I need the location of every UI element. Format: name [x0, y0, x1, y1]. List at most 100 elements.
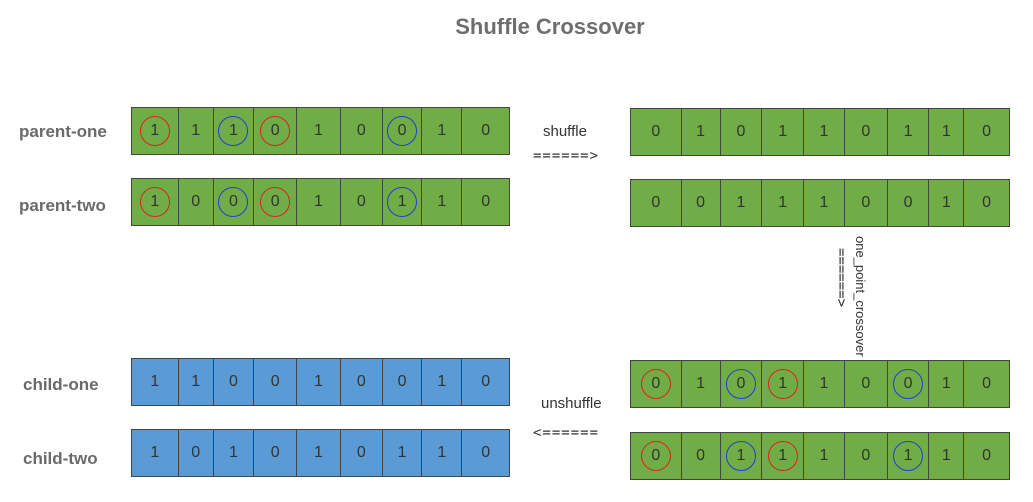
- crossover-arrow: ======>: [833, 248, 849, 308]
- gene-cell: 0: [253, 179, 297, 225]
- blue-circle-marker: [725, 369, 756, 399]
- gene-cell: 1: [296, 430, 340, 476]
- gene-cell: 0: [339, 359, 382, 405]
- gene-value: 0: [982, 123, 992, 140]
- label-child-two: child-two: [23, 449, 98, 468]
- gene-cell: 1: [680, 109, 720, 155]
- gene-cell: 0: [963, 433, 1010, 479]
- gene-value: 1: [229, 444, 238, 461]
- gene-cell: 1: [803, 109, 844, 155]
- gene-value: 1: [696, 123, 706, 140]
- blue-circle-marker: [893, 369, 924, 399]
- gene-value: 1: [150, 444, 160, 461]
- gene-cell: 0: [843, 109, 887, 155]
- gene-cell: 1: [132, 359, 178, 405]
- label-child-one: child-one: [23, 375, 99, 394]
- red-circle-marker: [260, 116, 291, 146]
- gene-cell: 1: [803, 180, 844, 226]
- gene-value: 1: [314, 373, 323, 390]
- blue-circle-marker: [893, 441, 924, 471]
- red-circle-marker: [139, 116, 170, 146]
- gene-value: 1: [736, 194, 746, 211]
- gene-value: 1: [437, 122, 447, 139]
- gene-value: 1: [437, 373, 447, 390]
- gene-value: 1: [314, 122, 323, 139]
- gene-value: 0: [861, 123, 871, 140]
- gene-cell: 0: [963, 109, 1010, 155]
- gene-value: 1: [314, 193, 323, 210]
- gene-value: 0: [481, 373, 491, 390]
- gene-cell: 0: [177, 179, 213, 225]
- label-parent-one: parent-one: [19, 122, 107, 141]
- gene-value: 1: [819, 194, 829, 211]
- gene-value: 0: [651, 123, 661, 140]
- gene-value: 0: [481, 444, 491, 461]
- gene-cell: 1: [928, 433, 964, 479]
- gene-cell: 1: [421, 179, 462, 225]
- gene-value: 0: [736, 123, 746, 140]
- gene-cell: 0: [177, 430, 213, 476]
- gene-cell: 1: [761, 361, 804, 407]
- red-circle-marker: [767, 369, 798, 399]
- gene-value: 0: [270, 444, 280, 461]
- gene-cell: 0: [680, 433, 720, 479]
- gene-value: 1: [778, 123, 788, 140]
- gene-cell: 1: [132, 430, 178, 476]
- gene-cell: 1: [761, 433, 804, 479]
- gene-value: 0: [356, 444, 366, 461]
- gene-value: 0: [191, 193, 201, 210]
- gene-cell: 0: [381, 108, 422, 154]
- gene-cell: 1: [761, 180, 804, 226]
- gene-value: 0: [982, 375, 992, 392]
- gene-cell: 0: [886, 180, 929, 226]
- gene-value: 1: [314, 444, 323, 461]
- label-parent-two: parent-two: [19, 196, 106, 215]
- blue-circle-marker: [387, 187, 418, 217]
- gene-cell: 0: [253, 430, 297, 476]
- gene-value: 1: [941, 123, 951, 140]
- red-circle-marker: [640, 441, 671, 471]
- gene-cell: 1: [803, 433, 844, 479]
- gene-cell: 1: [177, 359, 213, 405]
- gene-cell: 1: [928, 180, 964, 226]
- gene-value: 0: [861, 447, 871, 464]
- crossover-label: one_point_crossover: [853, 236, 868, 357]
- gene-cell: 1: [928, 109, 964, 155]
- gene-cell: 1: [296, 359, 340, 405]
- unshuffle-label: unshuffle: [541, 395, 602, 412]
- gene-cell: 1: [680, 361, 720, 407]
- blue-circle-marker: [218, 187, 249, 217]
- gene-cell: 0: [680, 180, 720, 226]
- gene-cell: 0: [339, 179, 382, 225]
- gene-value: 1: [903, 123, 913, 140]
- gene-cell: 0: [963, 180, 1010, 226]
- gene-value: 0: [397, 373, 407, 390]
- gene-value: 1: [397, 444, 407, 461]
- gene-cell: 1: [177, 108, 213, 154]
- gene-cell: 0: [631, 433, 681, 479]
- gene-cell: 1: [803, 361, 844, 407]
- gene-cell: 1: [296, 108, 340, 154]
- gene-cell: 0: [212, 359, 254, 405]
- shuffle-arrow: ======>: [533, 148, 600, 164]
- gene-value: 1: [819, 375, 829, 392]
- gene-value: 1: [819, 123, 829, 140]
- gene-cell: 0: [719, 109, 762, 155]
- gene-cell: 1: [761, 109, 804, 155]
- gene-value: 0: [982, 194, 992, 211]
- gene-cell: 1: [886, 433, 929, 479]
- gene-value: 1: [941, 375, 951, 392]
- gene-cell: 0: [381, 359, 422, 405]
- gene-cell: 1: [928, 361, 964, 407]
- gene-value: 0: [356, 122, 366, 139]
- gene-value: 0: [481, 122, 491, 139]
- gene-cell: 0: [719, 361, 762, 407]
- gene-cell: 0: [339, 430, 382, 476]
- gene-value: 1: [437, 444, 447, 461]
- gene-value: 0: [229, 373, 238, 390]
